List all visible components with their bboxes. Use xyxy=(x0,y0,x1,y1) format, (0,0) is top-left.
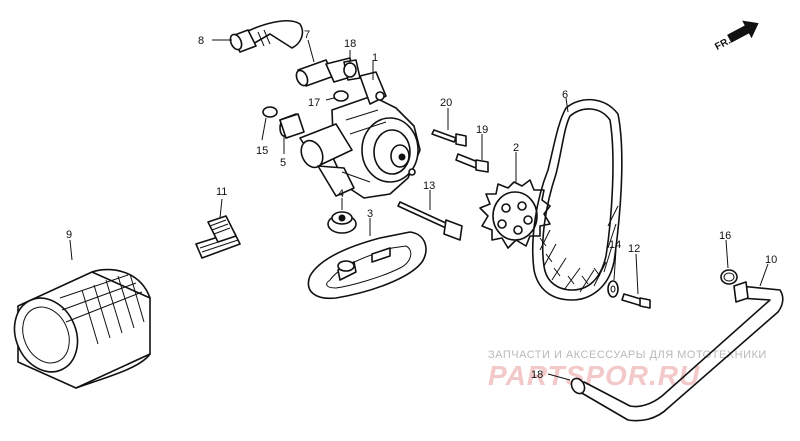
callout-12: 12 xyxy=(628,243,640,255)
callout-9: 9 xyxy=(66,229,72,241)
callout-8: 8 xyxy=(198,35,204,47)
callout-10: 10 xyxy=(765,254,777,266)
arrow-icon xyxy=(727,20,759,43)
watermark: PARTSPOR.RU ЗАПЧАСТИ И АКСЕССУАРЫ ДЛЯ МО… xyxy=(488,349,767,391)
callout-numbers: 1 2 3 4 5 6 7 8 9 10 11 12 13 14 15 16 1… xyxy=(66,29,777,381)
o-ring-17 xyxy=(333,90,349,102)
oil-seal xyxy=(327,211,357,234)
oil-pump-assembly xyxy=(279,57,421,199)
dowel-collar xyxy=(279,113,305,139)
callout-7: 7 xyxy=(304,29,310,41)
callout-5: 5 xyxy=(280,157,286,169)
callout-6: 6 xyxy=(562,89,568,101)
o-ring-16 xyxy=(720,269,738,285)
callout-18: 18 xyxy=(344,38,356,50)
callout-18-lower: 18 xyxy=(531,369,543,381)
front-direction-arrow: FR. xyxy=(713,20,759,53)
callout-3: 3 xyxy=(367,208,373,220)
oil-pipe xyxy=(570,281,784,422)
joint-pipe xyxy=(229,20,304,53)
leader-lines xyxy=(69,39,769,381)
pump-sprocket xyxy=(479,179,551,249)
callout-4: 4 xyxy=(338,188,344,200)
bolts xyxy=(397,129,651,309)
callout-20: 20 xyxy=(440,97,452,109)
callout-14: 14 xyxy=(609,239,621,251)
watermark-caption: ЗАПЧАСТИ И АКСЕССУАРЫ ДЛЯ МОТОТЕХНИКИ xyxy=(488,349,767,361)
watermark-brand: PARTSPOR.RU xyxy=(488,360,700,391)
callout-11: 11 xyxy=(216,186,227,198)
filter-fitting-bolt xyxy=(195,198,241,259)
callout-15: 15 xyxy=(256,145,268,157)
callout-19: 19 xyxy=(476,124,488,136)
callout-16: 16 xyxy=(719,230,731,242)
callout-13: 13 xyxy=(423,180,435,192)
callout-1: 1 xyxy=(372,52,378,64)
o-ring-15 xyxy=(262,106,278,118)
washer xyxy=(607,280,619,298)
callout-17: 17 xyxy=(308,97,320,109)
pump-drive-chain xyxy=(531,98,623,301)
callout-2: 2 xyxy=(513,142,519,154)
oil-strainer xyxy=(307,231,427,300)
oil-filter xyxy=(13,268,151,389)
